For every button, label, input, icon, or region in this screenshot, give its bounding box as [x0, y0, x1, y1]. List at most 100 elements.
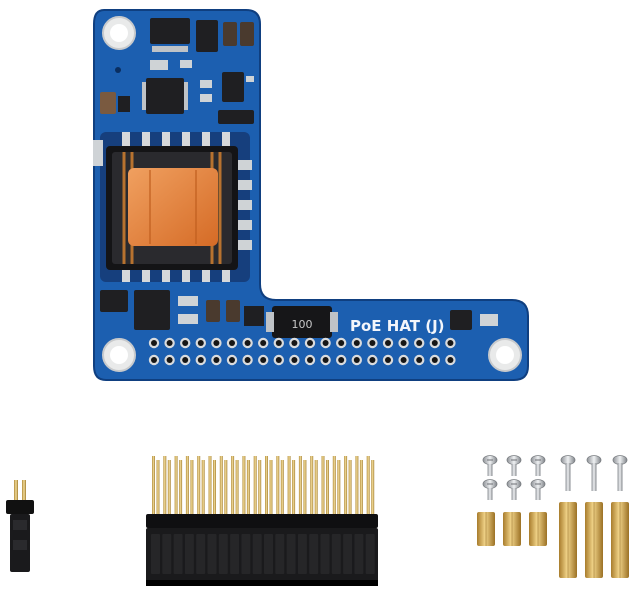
stacking-header-40pin [146, 456, 378, 586]
header-pin [152, 456, 155, 516]
header-pin [359, 460, 363, 516]
header-pin [292, 460, 296, 516]
long-standoff-icon [611, 455, 629, 578]
header-slot [320, 534, 330, 574]
header-slot [297, 534, 307, 574]
gpio-hole [195, 337, 206, 349]
gpio-hole [273, 354, 284, 366]
gpio-hole [164, 337, 175, 349]
header-pin [235, 460, 239, 516]
header-slot [343, 534, 353, 574]
header-pin [208, 456, 212, 516]
header-slot [207, 534, 217, 574]
gpio-hole [164, 354, 175, 366]
gpio-hole [273, 337, 284, 349]
mounting-hole-icon [102, 16, 136, 50]
gpio-hole [211, 337, 222, 349]
gpio-hole [429, 354, 440, 366]
header-slot [252, 534, 262, 574]
gpio-hole [429, 337, 440, 349]
header-pin [179, 460, 183, 516]
transformer-core [128, 168, 218, 246]
gpio-hole [180, 337, 191, 349]
gpio-hole [382, 354, 394, 366]
gpio-hole [258, 354, 269, 366]
smd-components-side [93, 140, 498, 330]
short-standoff-icon [503, 512, 521, 546]
screw-icon [482, 479, 498, 500]
short-standoff-icon [529, 512, 547, 546]
header-pin [314, 460, 318, 516]
gpio-hole [258, 337, 269, 349]
header-pin [197, 456, 201, 516]
header-pin [321, 456, 325, 516]
header-slot [275, 534, 285, 574]
header-slot [331, 534, 341, 574]
header-pin [303, 460, 307, 516]
header-pin [326, 460, 329, 516]
gpio-hole [351, 354, 362, 366]
gpio-hole [242, 354, 253, 366]
header-slot [309, 534, 319, 574]
gpio-hole [382, 337, 394, 349]
screw-icon [530, 455, 546, 476]
header-slot [365, 534, 375, 574]
header-pin [201, 460, 205, 516]
header-pin [185, 456, 189, 516]
header-slot [264, 534, 273, 574]
pcb [93, 9, 529, 381]
header-pin [224, 460, 228, 516]
header-slot [241, 534, 251, 574]
gpio-hole [289, 354, 300, 366]
header-pin [156, 460, 160, 516]
header-pin [269, 460, 273, 516]
gpio-hole [336, 337, 347, 349]
gpio-hole [367, 337, 378, 349]
gpio-hole [180, 354, 191, 366]
gpio-hole [367, 354, 378, 366]
standoffs [477, 455, 629, 578]
header-slot [218, 534, 228, 574]
mounting-hole-icon [102, 338, 136, 372]
gpio-hole [414, 354, 425, 366]
mounting-hole-icon [488, 338, 522, 372]
screw-icon [506, 479, 522, 500]
gpio-hole [304, 337, 316, 349]
header-pin [355, 456, 359, 516]
header-pin [366, 456, 370, 516]
header-pin [280, 460, 284, 516]
header-pin [348, 460, 352, 516]
long-standoff-icon [585, 455, 603, 578]
gpio-hole [211, 354, 222, 366]
header-slot [196, 534, 206, 574]
header-pin [344, 456, 348, 516]
header-pin [337, 460, 341, 516]
header-slot [173, 534, 183, 574]
inductor-marking: 100 [292, 318, 313, 331]
header-pin [219, 456, 223, 516]
header-pin [265, 456, 268, 516]
gpio-hole [320, 337, 331, 349]
gpio-hole [148, 337, 160, 349]
power-inductor: 100 [266, 306, 338, 338]
short-standoff-icon [477, 512, 495, 546]
gpio-hole [226, 354, 238, 366]
gpio-hole [304, 354, 316, 366]
screw-icon [506, 455, 522, 476]
header-pin [242, 456, 246, 516]
header-pin [253, 456, 257, 516]
smd-components-top [100, 18, 254, 124]
header-slot [354, 534, 364, 574]
gpio-hole [226, 337, 238, 349]
header-slot [162, 534, 172, 574]
gpio-hole [445, 354, 456, 366]
header-pin [298, 456, 302, 516]
header-pin [276, 456, 280, 516]
header-pin [167, 460, 171, 516]
header-pin [174, 456, 178, 516]
gpio-header-holes [148, 337, 456, 366]
header-slot [230, 534, 240, 574]
gpio-hole [398, 337, 409, 349]
gpio-hole [351, 337, 362, 349]
gpio-hole [242, 337, 253, 349]
